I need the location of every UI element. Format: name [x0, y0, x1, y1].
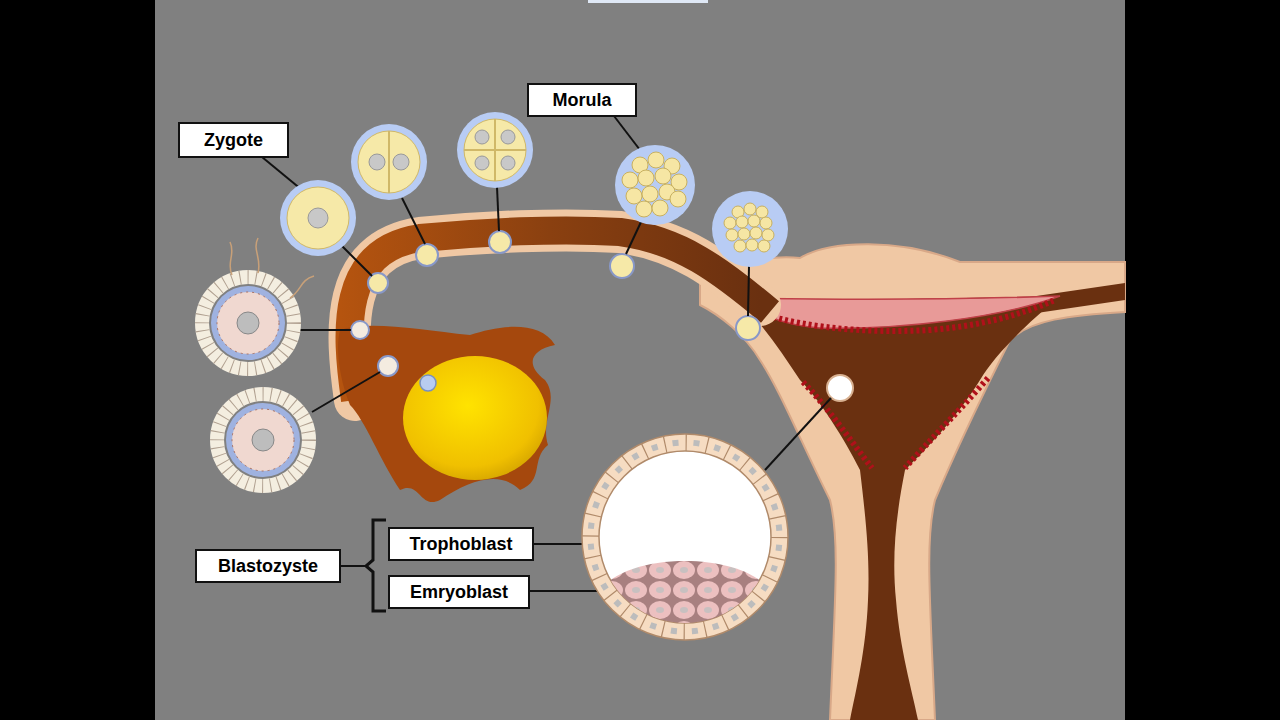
- ovary: [403, 356, 547, 480]
- endometrium-villi: [740, 300, 1055, 331]
- corona-radiata: [202, 277, 294, 369]
- leader-line: [402, 198, 425, 244]
- zona: [615, 145, 695, 225]
- label-text: Zygote: [204, 130, 263, 151]
- part-label-box: Emryoblast: [388, 575, 530, 609]
- oocyte-upper: [202, 238, 314, 369]
- oocyte-marker: [378, 356, 398, 376]
- label-text: Emryoblast: [410, 582, 508, 603]
- label-text: Blastozyste: [218, 556, 318, 577]
- oocyte-lower: [217, 394, 309, 486]
- leader-line: [614, 116, 640, 150]
- zona-pellucida: [226, 403, 300, 477]
- cytoplasm: [232, 409, 294, 471]
- four-cell-detail: [457, 112, 533, 188]
- endometrium-right: [905, 378, 988, 468]
- morula-detail: [615, 145, 695, 225]
- trophoblast-layer: [582, 434, 788, 640]
- blastomere: [738, 228, 750, 240]
- morula-marker: [610, 254, 634, 278]
- corona-cell-borders: [217, 394, 309, 486]
- blastomere: [655, 168, 671, 184]
- blastomere: [750, 227, 762, 239]
- stage-label-box: Morula: [527, 83, 637, 117]
- zona: [457, 112, 533, 188]
- leader-line: [497, 187, 499, 231]
- blastomere: [746, 239, 758, 251]
- stage-label-box: Zygote: [178, 122, 289, 158]
- blastomere: [622, 172, 638, 188]
- blastomere: [758, 240, 770, 252]
- blastomere: [762, 229, 774, 241]
- leader-line: [312, 372, 380, 412]
- small-embryo-markers: [351, 231, 853, 401]
- blastomere: [626, 188, 642, 204]
- leader-line: [765, 398, 831, 470]
- cell: [464, 119, 526, 181]
- group-label-box: Blastozyste: [195, 549, 341, 583]
- zona-pellucida: [211, 286, 285, 360]
- label-text: Trophoblast: [410, 534, 513, 555]
- blastomere: [670, 191, 686, 207]
- embryoblast-mass: [596, 561, 774, 640]
- two-cell-marker: [416, 244, 438, 266]
- blastomere: [636, 201, 652, 217]
- blastocyst-detail: [582, 434, 788, 640]
- blastomere: [652, 200, 668, 216]
- zona: [712, 191, 788, 267]
- part-label-box: Trophoblast: [388, 527, 534, 561]
- cell: [358, 131, 420, 193]
- blastomere: [734, 240, 746, 252]
- blastomere: [638, 170, 654, 186]
- leader-line: [748, 266, 749, 316]
- nucleus: [393, 154, 409, 170]
- leader-line: [340, 565, 366, 567]
- oocyte-marker: [351, 321, 369, 339]
- blastomere: [760, 217, 772, 229]
- cytoplasm: [217, 292, 279, 354]
- late-morula-marker: [736, 316, 760, 340]
- leader-line: [342, 246, 372, 276]
- two-cell-detail: [351, 124, 427, 200]
- follicle: [420, 375, 436, 391]
- background-panel: [155, 0, 1125, 720]
- top-bar: [588, 0, 708, 3]
- blastomere: [736, 216, 748, 228]
- corona-radiata: [217, 394, 309, 486]
- zygote-detail: [280, 180, 356, 256]
- nucleus: [475, 130, 489, 144]
- leader-line: [262, 157, 302, 190]
- nucleus: [252, 429, 274, 451]
- four-cell-marker: [489, 231, 511, 253]
- fimbriae: [338, 326, 555, 502]
- blastomere: [648, 152, 664, 168]
- nucleus: [475, 156, 489, 170]
- nucleus: [237, 312, 259, 334]
- leader-line: [626, 222, 641, 254]
- blastomere: [642, 186, 658, 202]
- blastomere: [744, 203, 756, 215]
- blastocyst-marker: [827, 375, 853, 401]
- zona: [280, 180, 356, 256]
- cleavage: [464, 119, 526, 181]
- bracket: [366, 520, 386, 611]
- endometrium: [735, 296, 1060, 328]
- label-text: Morula: [552, 90, 611, 111]
- nucleus: [369, 154, 385, 170]
- cleavage: [388, 131, 390, 193]
- leader-line: [300, 329, 351, 331]
- nucleus: [501, 156, 515, 170]
- corona-cell-borders: [202, 277, 294, 369]
- blastomere: [726, 229, 738, 241]
- cell: [287, 187, 349, 249]
- nucleus: [308, 208, 328, 228]
- late-morula-detail: [712, 191, 788, 267]
- blastomere: [748, 215, 760, 227]
- nucleus: [501, 130, 515, 144]
- blastomere: [724, 217, 736, 229]
- zona: [351, 124, 427, 200]
